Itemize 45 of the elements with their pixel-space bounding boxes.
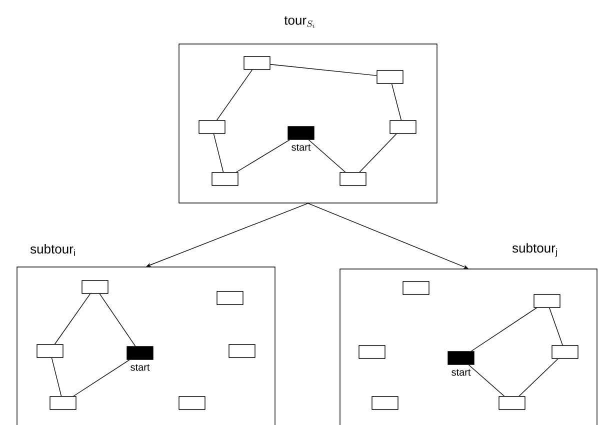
tour-line bbox=[54, 293, 91, 344]
city-box bbox=[212, 172, 238, 186]
city-box bbox=[178, 396, 206, 410]
tour-line bbox=[308, 140, 346, 172]
tour-line bbox=[51, 357, 62, 396]
start-label: start bbox=[130, 364, 150, 371]
tour-panel bbox=[340, 268, 598, 425]
panel-title: $\mathrm{tour}_{S_i}$ bbox=[284, 16, 314, 28]
tour-line bbox=[99, 293, 136, 346]
city-box bbox=[50, 396, 76, 410]
tour-line bbox=[270, 64, 377, 76]
panel-title: subtour$_{j}$ bbox=[512, 243, 557, 257]
tour-line bbox=[518, 358, 558, 396]
city-box bbox=[228, 344, 256, 358]
city-box bbox=[244, 56, 270, 70]
city-box bbox=[216, 291, 244, 305]
city-box bbox=[534, 294, 560, 308]
start-label: start bbox=[452, 369, 471, 376]
city-box bbox=[36, 344, 64, 358]
start-label: start bbox=[292, 144, 311, 151]
start-box bbox=[288, 126, 314, 140]
city-box bbox=[372, 396, 398, 410]
tour-line bbox=[470, 307, 538, 352]
city-box bbox=[358, 345, 386, 359]
panel-title: subtour$_{i}$ bbox=[30, 244, 75, 256]
tour-line bbox=[73, 359, 130, 396]
city-box bbox=[340, 172, 366, 186]
tour-line bbox=[468, 364, 505, 396]
tour-panel bbox=[16, 266, 276, 425]
tour-line bbox=[359, 134, 397, 172]
start-box bbox=[448, 351, 474, 365]
city-box bbox=[390, 120, 416, 134]
city-box bbox=[198, 120, 226, 134]
city-box bbox=[82, 280, 108, 294]
city-box bbox=[376, 70, 404, 84]
start-box bbox=[126, 346, 154, 360]
tour-line bbox=[549, 307, 563, 346]
tour-line bbox=[236, 140, 290, 172]
city-box bbox=[402, 281, 430, 295]
tour-panel bbox=[178, 44, 438, 204]
tour-line bbox=[216, 70, 253, 120]
city-box bbox=[552, 345, 578, 359]
tour-line bbox=[213, 134, 224, 172]
city-box bbox=[498, 396, 526, 410]
tour-line bbox=[391, 84, 402, 120]
